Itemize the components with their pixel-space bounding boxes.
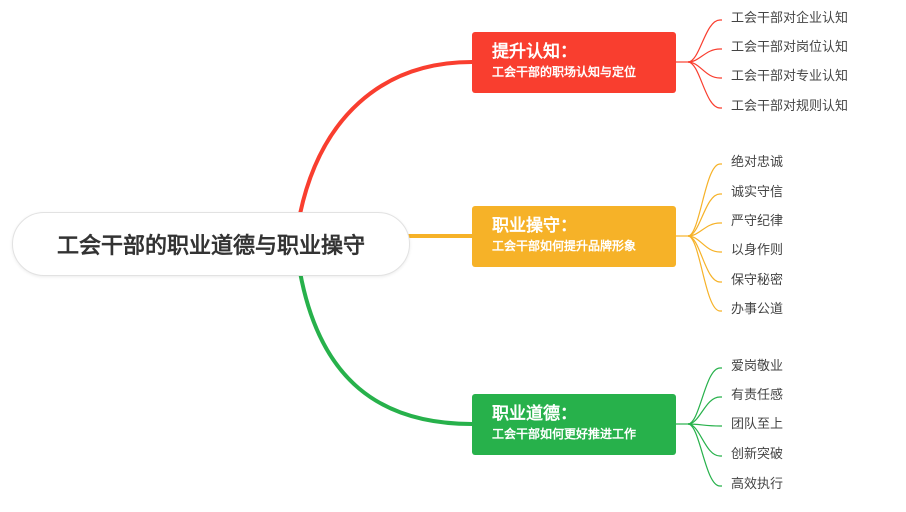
branch-node[interactable]: 提升认知： 工会干部的职场认知与定位 — [472, 32, 676, 93]
leaf-node[interactable]: 工会干部对规则认知 — [731, 99, 849, 114]
leaf-node[interactable]: 创新突破 — [731, 447, 784, 462]
leaf-connector — [687, 235, 722, 283]
leaf-connector — [687, 396, 722, 425]
root-node[interactable]: 工会干部的职业道德与职业操守 — [12, 212, 410, 276]
leaf-node[interactable]: 有责任感 — [731, 388, 784, 403]
leaf-connector — [687, 48, 722, 63]
leaf-connector — [687, 235, 722, 312]
leaf-connector — [687, 19, 722, 63]
branch-subtitle: 工会干部的职场认知与定位 — [492, 65, 637, 79]
root-label: 工会干部的职业道德与职业操守 — [56, 234, 365, 259]
root-branch-connector — [298, 271, 473, 426]
leaf-connector — [687, 423, 722, 487]
branch-subtitle: 工会干部如何提升品牌形象 — [492, 239, 637, 253]
leaf-node[interactable]: 保守秘密 — [731, 273, 784, 288]
leaf-node[interactable]: 严守纪律 — [731, 214, 784, 229]
leaf-node[interactable]: 绝对忠诚 — [731, 155, 784, 170]
leaf-node[interactable]: 工会干部对岗位认知 — [731, 40, 849, 55]
leaf-connector — [687, 222, 722, 237]
branch-title: 提升认知： — [492, 42, 577, 62]
leaf-connector — [687, 163, 722, 237]
leaf-node[interactable]: 高效执行 — [731, 477, 784, 492]
leaf-connector — [687, 235, 722, 253]
leaf-connector — [687, 61, 722, 79]
leaf-node[interactable]: 爱岗敬业 — [731, 359, 784, 374]
leaf-node[interactable]: 以身作则 — [731, 243, 784, 258]
branch-title: 职业操守： — [492, 216, 577, 236]
leaf-connector — [687, 423, 722, 427]
leaf-node[interactable]: 工会干部对专业认知 — [731, 69, 849, 84]
branch-node[interactable]: 职业操守： 工会干部如何提升品牌形象 — [472, 206, 676, 267]
leaf-connector — [687, 367, 722, 425]
leaf-node[interactable]: 诚实守信 — [731, 185, 784, 200]
branch-node[interactable]: 职业道德： 工会干部如何更好推进工作 — [472, 394, 676, 455]
branch-title: 职业道德： — [492, 404, 577, 424]
leaf-connector — [687, 61, 722, 109]
leaf-connector — [687, 193, 722, 237]
branch-subtitle: 工会干部如何更好推进工作 — [492, 427, 637, 441]
leaf-node[interactable]: 工会干部对企业认知 — [731, 11, 849, 26]
leaf-node[interactable]: 办事公道 — [731, 302, 784, 317]
root-branch-connector — [298, 60, 473, 215]
leaf-node[interactable]: 团队至上 — [731, 417, 784, 432]
